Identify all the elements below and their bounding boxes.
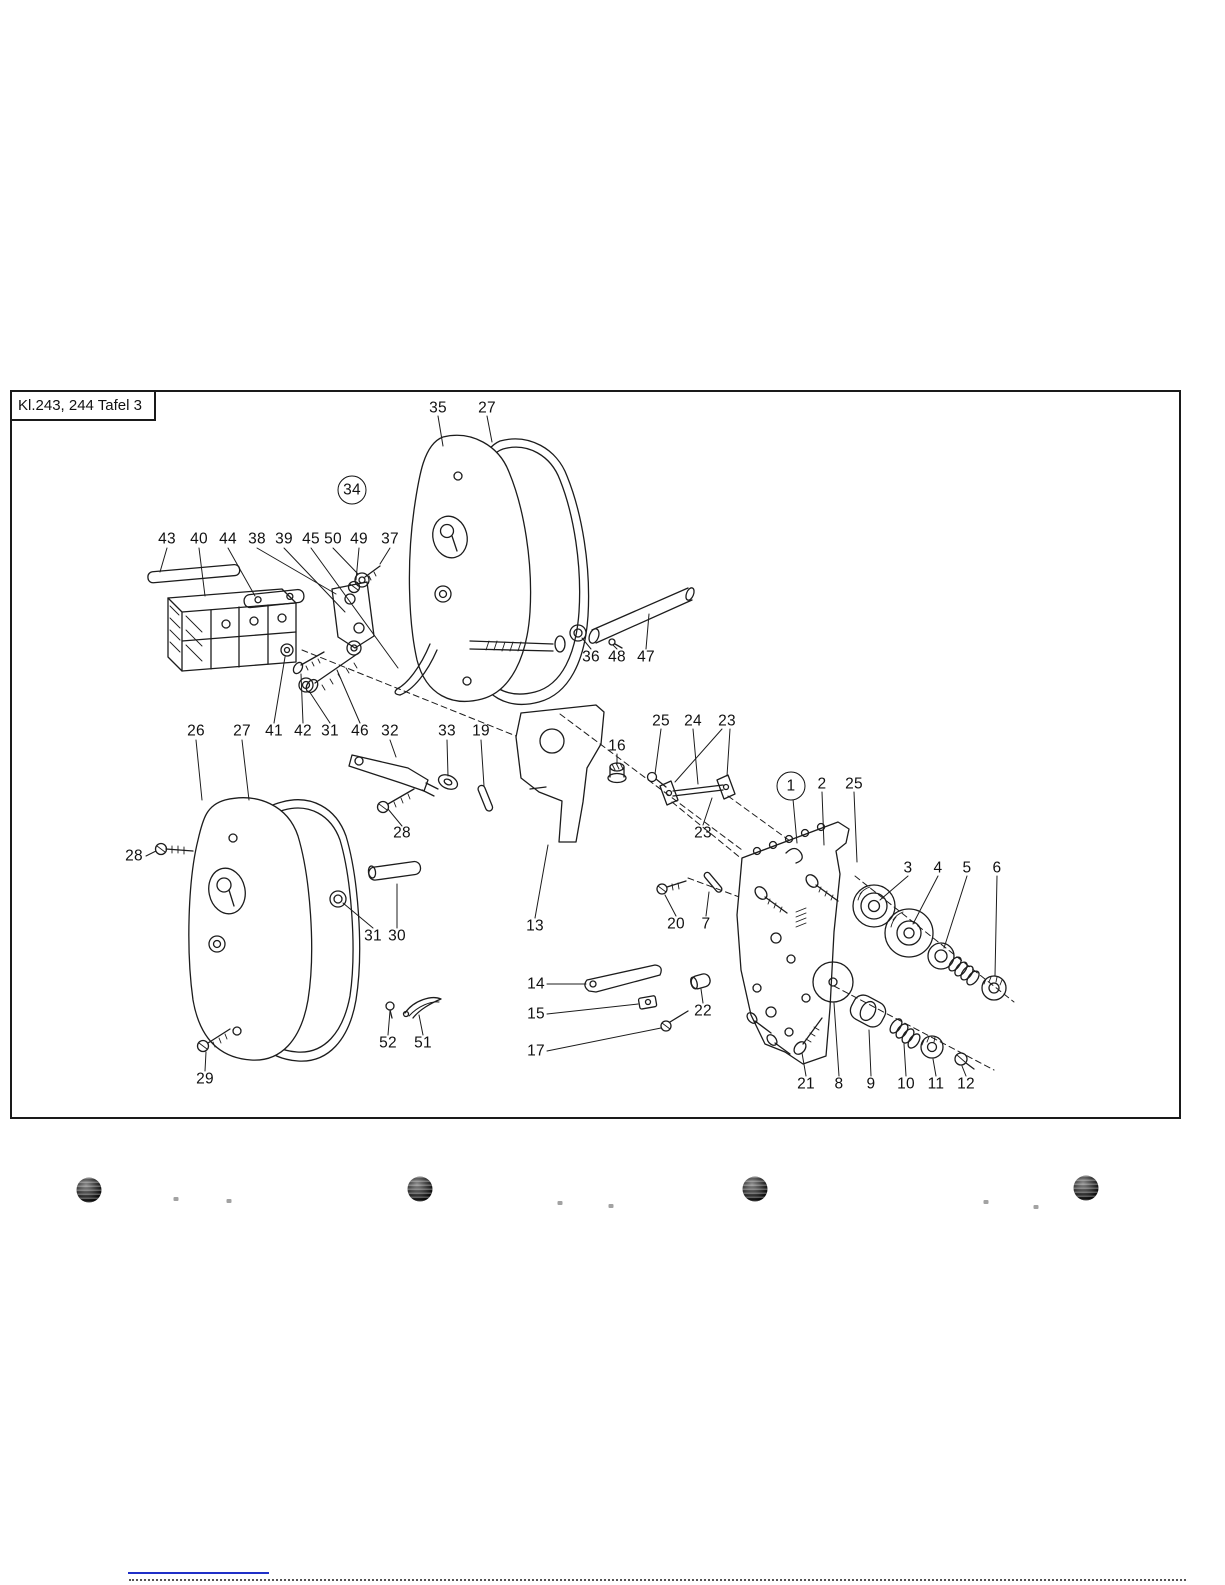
punch-hole-mark-1 <box>76 1177 102 1203</box>
print-speck-3 <box>557 1201 563 1205</box>
print-speck-4 <box>608 1204 614 1208</box>
print-speck-5 <box>983 1200 989 1204</box>
print-speck-2 <box>226 1199 232 1203</box>
footer-blue-line <box>128 1572 269 1574</box>
plate-title-box: Kl.243, 244 Tafel 3 <box>12 392 156 421</box>
punch-hole-mark-4 <box>1073 1175 1099 1201</box>
print-speck-6 <box>1033 1205 1039 1209</box>
print-speck-1 <box>173 1197 179 1201</box>
footer-dotted-line <box>129 1579 1186 1581</box>
punch-hole-mark-2 <box>407 1176 433 1202</box>
punch-hole-mark-3 <box>742 1176 768 1202</box>
plate-title: Kl.243, 244 Tafel 3 <box>18 397 142 414</box>
